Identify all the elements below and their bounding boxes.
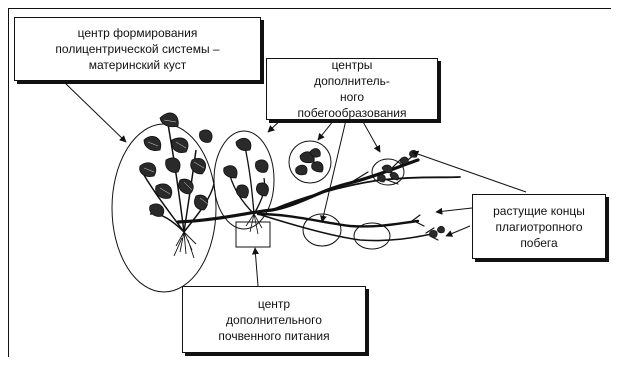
shoot-center-circle-4: [353, 222, 391, 250]
daughter-plant-ellipse: [213, 130, 275, 230]
shoot-centers-callout: центры дополнитель- ного побегообразован…: [266, 58, 438, 120]
nutrition-center-rect: [235, 221, 271, 248]
shoot-center-circle-3: [302, 213, 342, 247]
small-rosette-1: [295, 148, 324, 176]
formation-center-callout: центр формирования полицентрической сист…: [14, 17, 261, 81]
growing-tips-label: растущие концы плагиотропного побега: [493, 203, 585, 250]
nutrition-center-callout: центр дополнительного почвенного питания: [182, 286, 366, 353]
mother-bush-plant: [139, 112, 215, 259]
formation-center-label: центр формирования полицентрической сист…: [55, 26, 220, 72]
nutrition-center-label: центр дополнительного почвенного питания: [218, 296, 330, 343]
shoot-center-circle-2: [371, 158, 405, 186]
growing-tips-callout: растущие концы плагиотропного побега: [472, 194, 606, 259]
shoot-centers-label: центры дополнитель- ного побегообразован…: [297, 58, 407, 120]
pointer-arrows: [63, 81, 527, 287]
daughter-plant: [223, 137, 269, 235]
shoot-center-circle-1: [288, 140, 332, 184]
figure-frame: [8, 8, 611, 357]
growing-tip-buds: [399, 150, 445, 238]
small-rosette-2: [377, 164, 399, 183]
